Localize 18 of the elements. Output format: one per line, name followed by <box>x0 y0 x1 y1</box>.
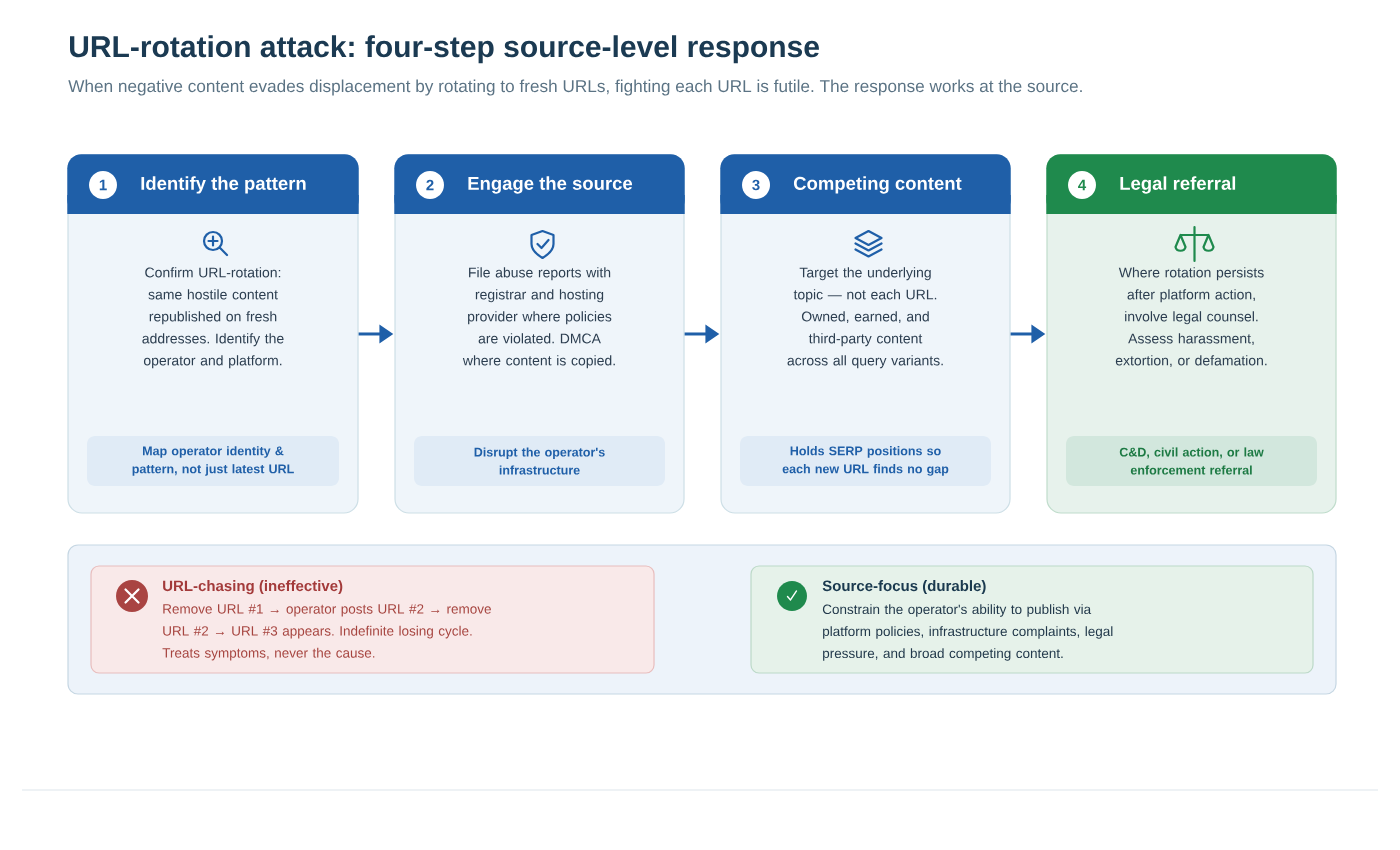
note-box: Holds SERP positions so each new URL finds no gap <box>740 436 991 486</box>
note-box: Map operator identity & pattern, not just latest URL <box>87 436 339 486</box>
body-text: File abuse reports with registrar and hosting provider where policies are violated. DMCA where content is copied. <box>462 267 615 369</box>
body-text: Target the underlying topic — not each URL. Owned, earned, and third-party content across all query variants. <box>787 267 943 369</box>
body-text: Where rotation persists after platform action, involve legal counsel. Assess harassment, extortion, or defamation. <box>1115 267 1267 368</box>
note-box: Disrupt the operator's infrastructure <box>414 436 665 486</box>
body-text: Confirm URL-rotation: same hostile content republished on fresh addresses. Identify the operator and platform. <box>142 267 284 369</box>
title: URL-rotation attack: four-step source-level response <box>70 35 819 64</box>
verdict-text: Remove URL #1 → operator posts URL #2 → remove URL #2 → URL #3 appears. Indefinite losing cycle. Treats symptoms, never the cause. <box>162 604 491 661</box>
subtitle: When negative content evades displacement by rotating to fresh URLs, fighting each URL is futile. The response works at the source. <box>68 79 1082 96</box>
note-box: C&D, civil action, or law enforcement referral <box>1066 436 1317 486</box>
number-badge: 3 <box>742 171 770 199</box>
verdict-title: Source-focus (durable) <box>822 580 986 595</box>
verdict-title: URL-chasing (ineffective) <box>163 580 343 595</box>
verdict-text: Constrain the operator's ability to publish via platform policies, infrastructure complaints, legal pressure, and broad competing content. <box>822 604 1113 661</box>
number-badge: 1 <box>89 171 117 199</box>
number-badge: 4 <box>1068 171 1096 199</box>
number-badge: 2 <box>416 171 444 199</box>
